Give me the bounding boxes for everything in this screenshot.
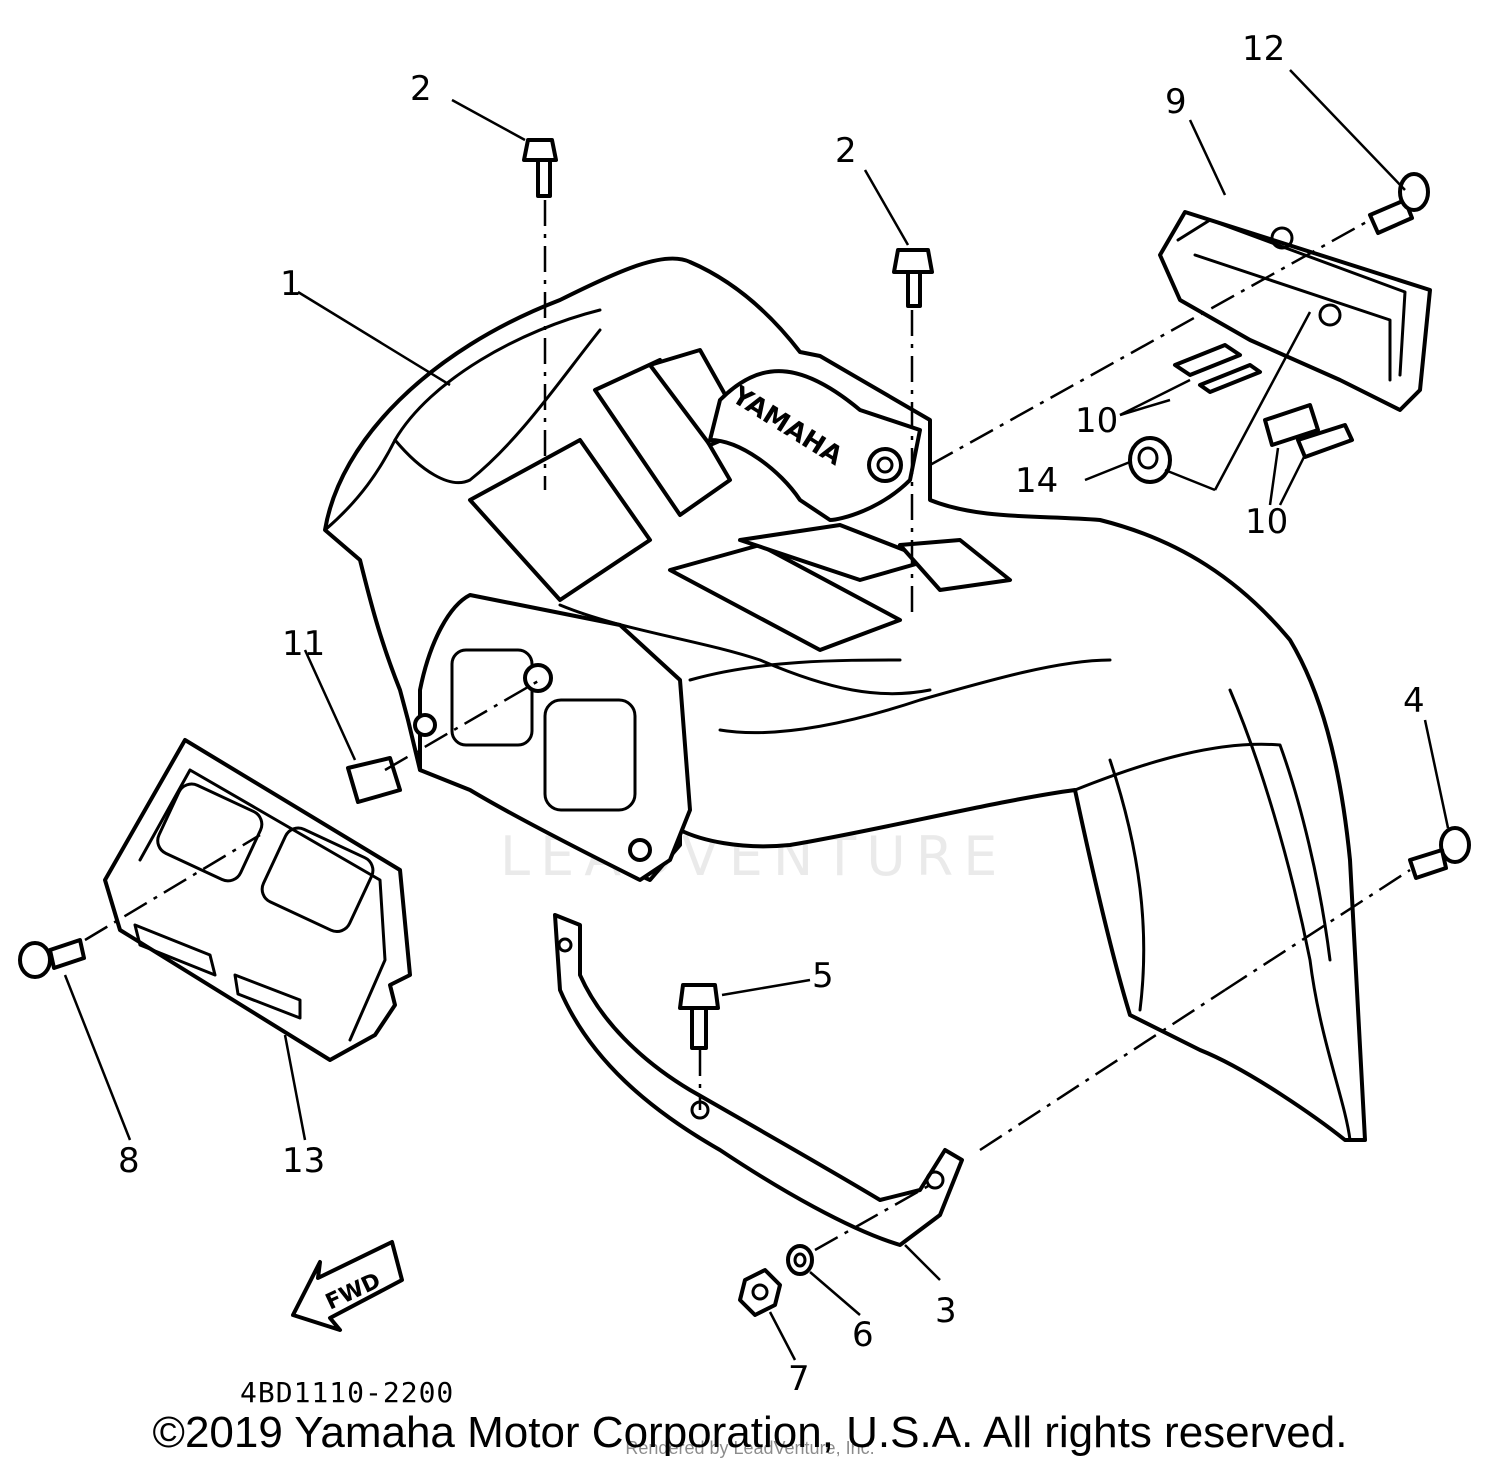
rendered-by-note: Rendered by LeadVenture, Inc. <box>625 1438 875 1458</box>
copyright-notice: ©2019 Yamaha Motor Corporation, U.S.A. A… <box>152 1408 1348 1457</box>
callout-9: 9 <box>1165 82 1187 122</box>
grommet-14 <box>1128 436 1172 484</box>
callout-10: 10 <box>1075 401 1118 441</box>
bolt-2-left <box>522 138 558 198</box>
headlight-mount-housing <box>413 593 692 882</box>
callout-7: 7 <box>788 1359 810 1399</box>
callout-1: 1 <box>280 264 302 304</box>
callout-3: 3 <box>935 1291 957 1331</box>
callout-14: 14 <box>1015 461 1058 501</box>
cushion-blocks-10 <box>1173 343 1354 459</box>
exploded-parts-diagram: LEADVENTURE YAMAHA <box>18 29 1471 1409</box>
callout-6: 6 <box>852 1315 874 1355</box>
assembly-lines <box>84 200 1411 1252</box>
leader-lines <box>63 69 1450 1361</box>
callouts: 1 2 2 3 4 5 6 7 8 9 10 10 11 12 13 14 <box>118 29 1425 1399</box>
callout-2: 2 <box>410 69 432 109</box>
callout-11: 11 <box>282 624 325 664</box>
light-cover-9[interactable] <box>1158 210 1432 412</box>
callout-12: 12 <box>1242 29 1285 69</box>
screw-12 <box>1368 172 1430 235</box>
callout-10: 10 <box>1245 502 1288 542</box>
washer-6 <box>786 1244 814 1276</box>
nut-7 <box>738 1268 782 1317</box>
callout-2: 2 <box>835 131 857 171</box>
forward-direction-arrow: FWD <box>291 1240 404 1332</box>
callout-5: 5 <box>812 956 834 996</box>
callout-8: 8 <box>118 1141 140 1181</box>
stay-bracket-3[interactable] <box>553 913 964 1247</box>
diagram-reference-number: 4BD1110-2200 <box>240 1376 454 1409</box>
bolt-5 <box>678 983 720 1050</box>
front-fender[interactable]: YAMAHA <box>323 256 1367 1142</box>
screw-8 <box>18 938 86 979</box>
headlight-bezel-13[interactable] <box>103 738 412 1062</box>
screw-4 <box>1408 826 1471 880</box>
callout-13: 13 <box>282 1141 325 1181</box>
callout-4: 4 <box>1403 681 1425 721</box>
bolt-2-right <box>892 248 934 308</box>
